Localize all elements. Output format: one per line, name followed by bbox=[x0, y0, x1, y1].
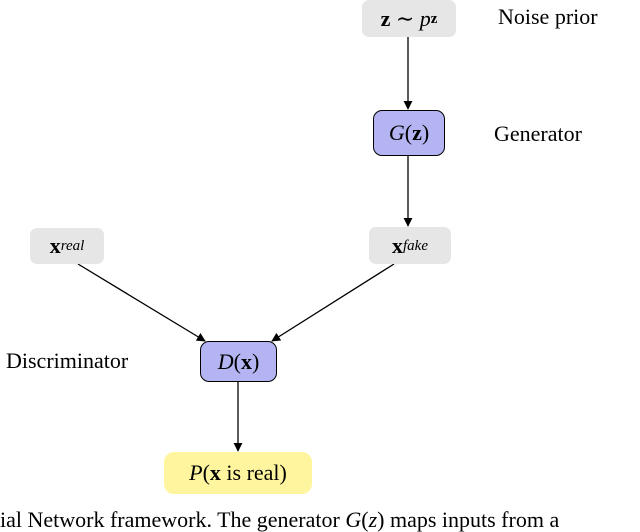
noise-prior-label: Noise prior bbox=[498, 4, 598, 29]
generator-node: G(z) bbox=[373, 110, 445, 156]
output-node: P(x is real) bbox=[164, 452, 312, 494]
edge-real-to-discriminator bbox=[77, 263, 206, 342]
edge-fake-to-discriminator bbox=[271, 263, 395, 342]
discriminator-label: Discriminator bbox=[6, 348, 129, 373]
figure-caption: ial Network framework. The generator G(z… bbox=[0, 508, 560, 532]
generator-label: Generator bbox=[494, 121, 582, 146]
discriminator-node: D(x) bbox=[200, 341, 277, 382]
